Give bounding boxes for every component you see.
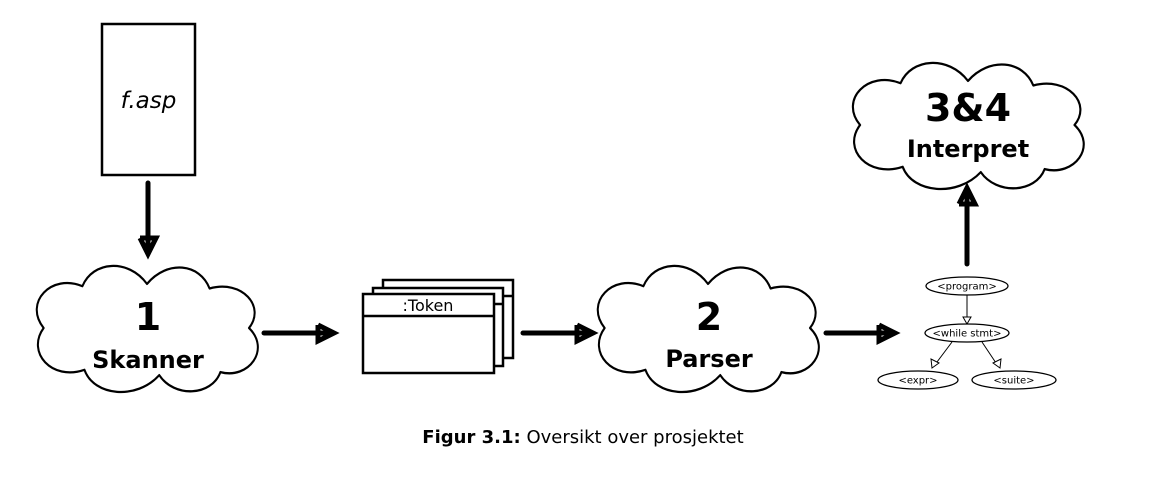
source-file-box	[100, 22, 197, 177]
figure-caption: Figur 3.1: Oversikt over prosjektet	[0, 427, 1166, 448]
parser-label: Parser	[665, 345, 753, 373]
tree-node-while	[924, 323, 1010, 343]
tree-node-suite	[971, 370, 1057, 390]
tree-node-program-label: <program>	[937, 282, 996, 293]
token-card-front	[361, 292, 496, 375]
syntax-tree: <program> <while stmt> <expr> <suite>	[877, 276, 1057, 390]
arrow-tree-to-interpreter-head	[956, 182, 980, 207]
interpreter-label: Interpret	[907, 135, 1029, 163]
arrow-scanner-to-tokens-head	[315, 322, 340, 346]
scanner-label: Skanner	[92, 346, 204, 374]
figure-caption-text: Oversikt over prosjektet	[526, 427, 744, 448]
arrow-file-to-scanner-head	[137, 235, 161, 260]
tree-node-while-label: <while stmt>	[933, 329, 1002, 340]
interpreter-number: 3&4	[925, 86, 1011, 130]
arrow-parser-to-tree-head	[876, 322, 901, 346]
tree-node-expr-label: <expr>	[898, 376, 937, 387]
scanner-number: 1	[135, 295, 161, 339]
source-file-label: f.asp	[121, 88, 177, 114]
figure-caption-prefix: Figur 3.1:	[422, 427, 521, 448]
arrow-tokens-to-parser-head	[574, 322, 599, 346]
token-card-label: :Token	[403, 296, 454, 315]
parser-number: 2	[696, 295, 722, 339]
tree-node-expr	[877, 370, 959, 390]
token-card-stack	[361, 278, 515, 375]
tree-node-suite-label: <suite>	[993, 376, 1034, 387]
